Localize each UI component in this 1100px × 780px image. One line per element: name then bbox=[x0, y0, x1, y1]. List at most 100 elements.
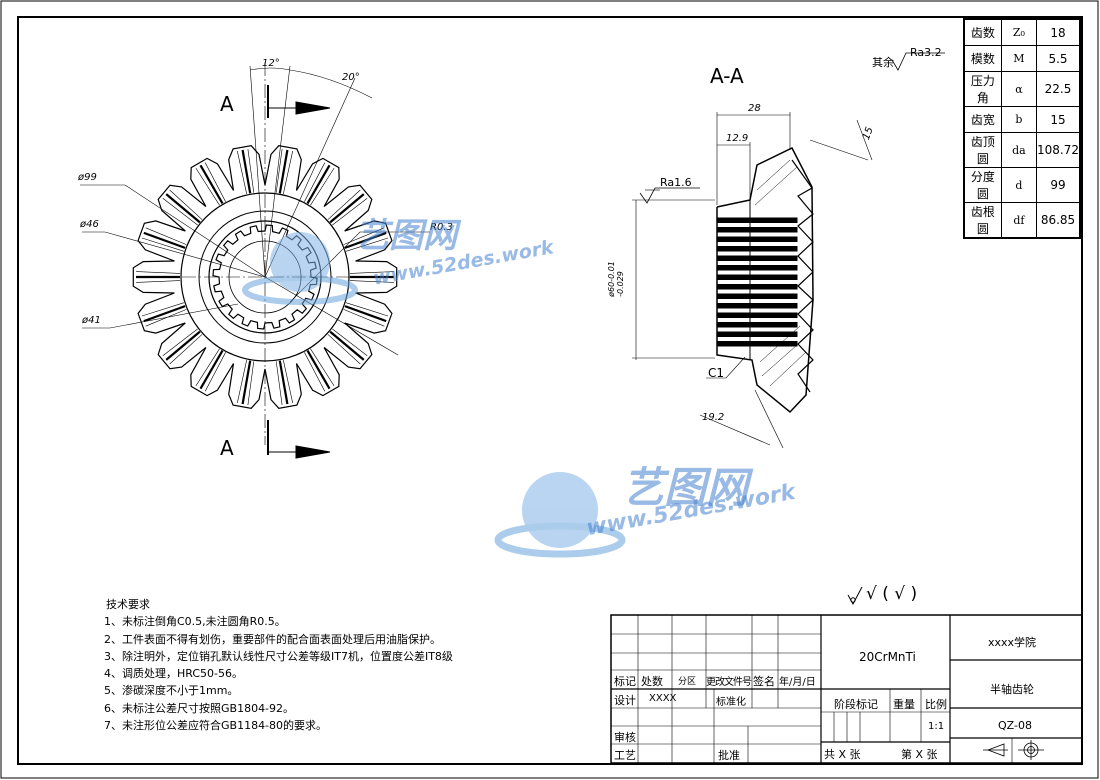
dim-phi41: ø41 bbox=[82, 315, 101, 326]
tb-stage: 阶段标记 bbox=[834, 698, 878, 711]
tb-weight: 重量 bbox=[893, 698, 915, 711]
tooth-ridge bbox=[143, 231, 186, 249]
tooth-ridge bbox=[241, 360, 252, 405]
spline-strip bbox=[716, 265, 798, 271]
tooth-ridge bbox=[329, 330, 365, 361]
tooth-ridge bbox=[162, 328, 198, 356]
spline-strip bbox=[716, 217, 798, 223]
note-item: 7、未注形位公差应符合GB1184-80的要求。 bbox=[104, 719, 328, 733]
spline-strip bbox=[716, 341, 798, 347]
tooth-ridge bbox=[169, 334, 203, 365]
param-value: 86.85 bbox=[1035, 202, 1081, 239]
tooth-ridge bbox=[310, 167, 335, 206]
tb-review: 审核 bbox=[614, 731, 636, 744]
tooth-ridge bbox=[247, 149, 255, 193]
param-symbol: df bbox=[1000, 202, 1037, 239]
tooth-ridge bbox=[283, 150, 293, 195]
tooth-ridge bbox=[145, 309, 187, 327]
param-symbol: Z₀ bbox=[1000, 18, 1037, 46]
tooth-ridge bbox=[237, 359, 247, 404]
spline-strip bbox=[716, 312, 798, 318]
tb-drawing-no: QZ-08 bbox=[998, 719, 1032, 732]
tooth-ridge bbox=[195, 348, 220, 387]
spline-strip bbox=[716, 331, 798, 337]
tooth-ridge bbox=[247, 361, 255, 405]
tooth-ridge bbox=[136, 271, 181, 274]
param-value: 18 bbox=[1035, 18, 1081, 46]
dim-28: 28 bbox=[748, 103, 761, 114]
spline-strip bbox=[716, 255, 798, 261]
gear-outline bbox=[132, 145, 398, 409]
tb-scale: 比例 bbox=[925, 698, 947, 711]
tooth-ridge bbox=[327, 189, 361, 220]
dim-phi60: ø60-0.01 -0.029 bbox=[606, 261, 625, 297]
tooth-ridge bbox=[304, 352, 326, 392]
param-name: 齿顶圆 bbox=[963, 132, 1002, 168]
tb-process: 工艺 bbox=[614, 749, 636, 762]
spline-strip bbox=[716, 303, 798, 309]
tooth-ridge bbox=[344, 231, 387, 249]
dim-r03: R0.3 bbox=[430, 222, 453, 233]
param-symbol: d bbox=[1000, 167, 1037, 203]
tooth-ridge bbox=[306, 164, 331, 204]
note-item: 5、渗碳深度不小于1mm。 bbox=[104, 684, 239, 698]
tooth-ridge bbox=[275, 361, 283, 405]
tooth-ridge bbox=[306, 350, 331, 390]
tooth-ridge bbox=[165, 330, 201, 361]
tb-sheet-no: 第 X 张 bbox=[901, 748, 938, 761]
dim-angle-12: 12° bbox=[262, 58, 280, 69]
tooth-ridge bbox=[344, 305, 387, 323]
tooth-ridge bbox=[283, 359, 293, 404]
dim-angle-20: 20° bbox=[342, 72, 360, 83]
dim-19-2: 19.2 bbox=[702, 412, 725, 423]
tb-zone: 分区 bbox=[678, 677, 697, 687]
tooth-ridge bbox=[275, 149, 283, 193]
view-marker-a-bottom: A bbox=[220, 436, 234, 460]
tb-sign: 签名 bbox=[753, 675, 775, 688]
param-value: 108.72 bbox=[1035, 132, 1081, 168]
spline-strip bbox=[716, 236, 798, 242]
param-name: 分度圆 bbox=[963, 167, 1002, 203]
tb-mark: 标记 bbox=[614, 675, 636, 688]
param-name: 模数 bbox=[963, 45, 1002, 72]
tooth-ridge bbox=[345, 237, 389, 252]
tooth-ridge bbox=[327, 334, 361, 365]
dim-phi46: ø46 bbox=[80, 219, 99, 230]
tooth-ridge bbox=[278, 149, 289, 194]
chamfer-c1: C1 bbox=[708, 366, 725, 380]
tb-standardize: 标准化 bbox=[716, 697, 746, 708]
param-symbol: α bbox=[1000, 71, 1037, 107]
note-item: 1、未标注倒角C0.5,未注圆角R0.5。 bbox=[104, 615, 286, 629]
roughness-other-symbol bbox=[891, 52, 945, 71]
section-view-aa bbox=[632, 112, 873, 449]
spline-strip bbox=[716, 274, 798, 280]
param-name: 齿数 bbox=[963, 18, 1002, 46]
tooth-ridge bbox=[343, 309, 385, 327]
gear-front-view bbox=[80, 62, 430, 459]
tooth-ridge bbox=[304, 162, 326, 202]
tooth-ridge bbox=[345, 302, 389, 317]
param-name: 齿宽 bbox=[963, 106, 1002, 133]
roughness-other-value: Ra3.2 bbox=[910, 46, 942, 59]
roughness-other-prefix: 其余 bbox=[872, 56, 894, 69]
note-item: 2、工件表面不得有划伤，重要部件的配合面表面处理后用油脂保护。 bbox=[104, 632, 441, 646]
technical-requirements: 技术要求 1、未标注倒角C0.5,未注圆角R0.5。 2、工件表面不得有划伤，重… bbox=[104, 596, 453, 734]
tooth-ridge bbox=[141, 237, 185, 252]
tooth-ridge bbox=[204, 352, 226, 392]
roughness-main-symbol-text: √ ( √ ) bbox=[866, 584, 918, 604]
param-symbol: b bbox=[1000, 106, 1037, 133]
tooth-ridge bbox=[162, 198, 198, 226]
tooth-ridge bbox=[141, 302, 185, 317]
tooth-ridge bbox=[278, 360, 289, 405]
tooth-ridge bbox=[204, 162, 226, 202]
notes-title: 技术要求 bbox=[106, 598, 150, 611]
tb-sheets-total: 共 X 张 bbox=[824, 748, 861, 761]
spline-strip bbox=[716, 322, 798, 328]
tb-approve: 批准 bbox=[718, 749, 740, 762]
